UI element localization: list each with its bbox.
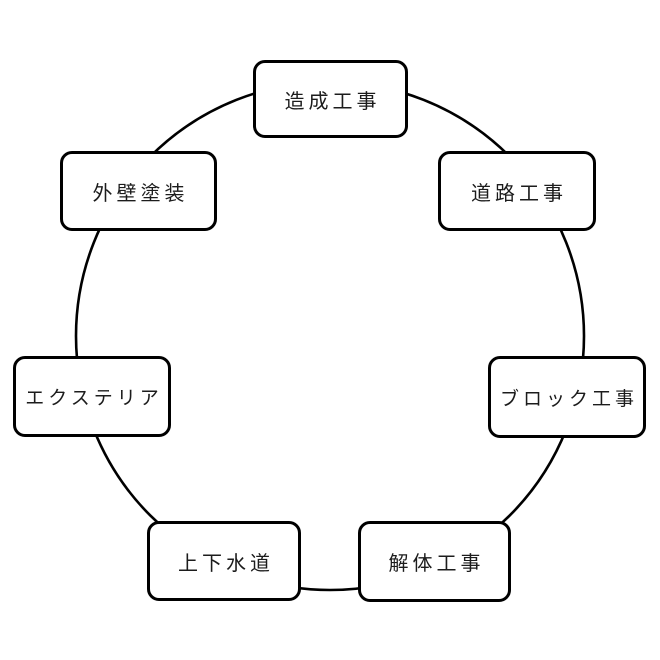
node-jouge-suidou: 上下水道: [147, 521, 301, 601]
node-exterior: エクステリア: [13, 356, 171, 437]
node-douro-kouji: 道路工事: [438, 151, 596, 231]
node-zousei-kouji: 造成工事: [253, 60, 408, 138]
node-kaitai-kouji: 解体工事: [358, 521, 511, 602]
node-block-kouji: ブロック工事: [488, 356, 646, 438]
node-gaiheki-tosou: 外壁塗装: [60, 151, 217, 231]
